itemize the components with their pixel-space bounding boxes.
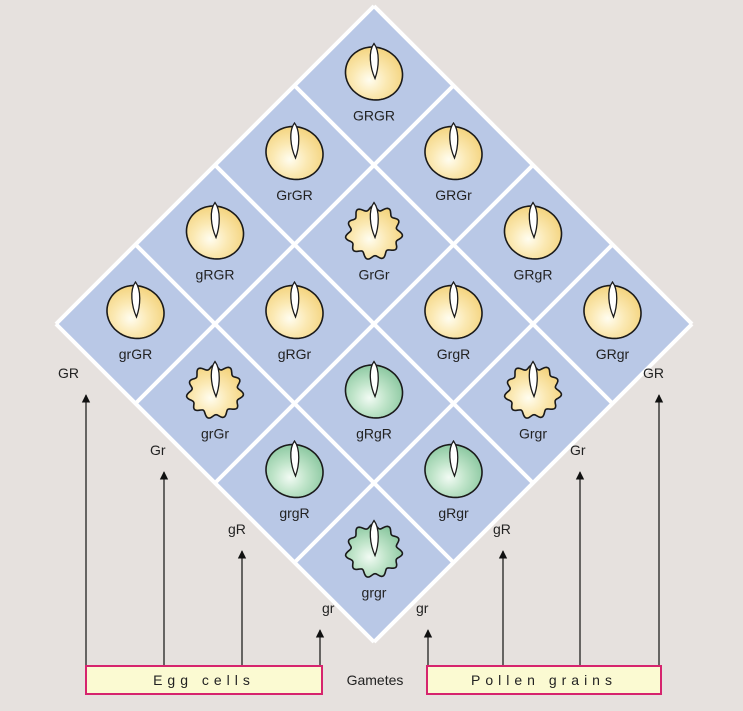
genotype-label: GrgR <box>437 346 470 362</box>
gametes-label: Gametes <box>346 672 404 688</box>
seed-hilum-icon <box>131 280 141 319</box>
seed-hilum-icon <box>369 42 379 81</box>
genotype-label: GRgr <box>596 346 630 362</box>
genotype-label: grgr <box>362 585 387 601</box>
pollen-gamete-label: Gr <box>570 442 586 458</box>
punnett-cell: Grgr <box>503 360 563 442</box>
punnett-cell: gRgR <box>344 360 404 442</box>
genotype-label: grGR <box>119 346 152 362</box>
seed-hilum-icon <box>210 201 220 240</box>
genotype-label: gRgR <box>356 426 392 442</box>
punnett-cell: GrgR <box>424 280 483 362</box>
pollen-gamete-label: gr <box>416 600 429 616</box>
seed-hilum-icon <box>369 519 379 558</box>
punnett-cell: GRGR <box>344 42 404 124</box>
egg-gamete-label: gr <box>322 600 335 616</box>
punnett-cell: GRgR <box>503 201 563 283</box>
seed-hilum-icon <box>290 280 300 319</box>
seed-hilum-icon <box>449 280 459 319</box>
punnett-cell: grGR <box>106 280 165 362</box>
egg-cells-label-box: Egg cells <box>85 665 323 695</box>
egg-gamete-label: gR <box>228 521 246 537</box>
grid-line <box>293 243 614 564</box>
pollen-grains-label: Pollen grains <box>471 672 617 688</box>
genotype-label: gRgr <box>438 505 469 521</box>
seed-hilum-icon <box>449 439 459 478</box>
seed-hilum-icon <box>210 360 220 399</box>
seed-hilum-icon <box>608 280 618 319</box>
egg-gamete-label: GR <box>58 365 79 381</box>
pollen-grains-label-box: Pollen grains <box>426 665 662 695</box>
pollen-gamete-label: gR <box>493 521 511 537</box>
genotype-label: GRgR <box>514 267 553 283</box>
grid-line <box>54 322 376 644</box>
punnett-cell: GRGr <box>424 121 483 203</box>
punnett-cell: GrGR <box>265 121 324 203</box>
egg-cells-label: Egg cells <box>153 672 255 688</box>
genotype-label: gRGR <box>196 267 235 283</box>
genotype-label: grgR <box>279 505 309 521</box>
grid-line <box>213 163 535 485</box>
seed-hilum-icon <box>528 360 538 399</box>
punnett-cell: grgr <box>344 519 404 601</box>
egg-gamete-label: Gr <box>150 442 166 458</box>
genotype-label: GRGr <box>435 187 472 203</box>
punnett-cell: gRGR <box>185 201 245 283</box>
seed-hilum-icon <box>290 121 300 160</box>
genotype-label: GrGr <box>358 267 389 283</box>
seed-hilum-icon <box>369 360 379 399</box>
grid-lines <box>54 4 694 644</box>
punnett-cell: grGr <box>185 360 245 442</box>
seed-hilum-icon <box>290 439 300 478</box>
seed-hilum-icon <box>369 201 379 240</box>
punnett-cell: GrGr <box>344 201 404 283</box>
punnett-cell: gRGr <box>265 280 324 362</box>
grid-line <box>134 243 455 564</box>
grid-line <box>372 322 694 644</box>
punnett-cell: gRgr <box>424 439 483 521</box>
pollen-gamete-label: GR <box>643 365 664 381</box>
genotype-label: grGr <box>201 426 229 442</box>
punnett-cell: grgR <box>265 439 324 521</box>
genotype-label: GRGR <box>353 108 395 124</box>
seed-hilum-icon <box>449 121 459 160</box>
genotype-label: Grgr <box>519 426 547 442</box>
seed-hilum-icon <box>528 201 538 240</box>
genotype-label: gRGr <box>278 346 312 362</box>
genotype-label: GrGR <box>276 187 313 203</box>
punnett-cell: GRgr <box>583 280 642 362</box>
